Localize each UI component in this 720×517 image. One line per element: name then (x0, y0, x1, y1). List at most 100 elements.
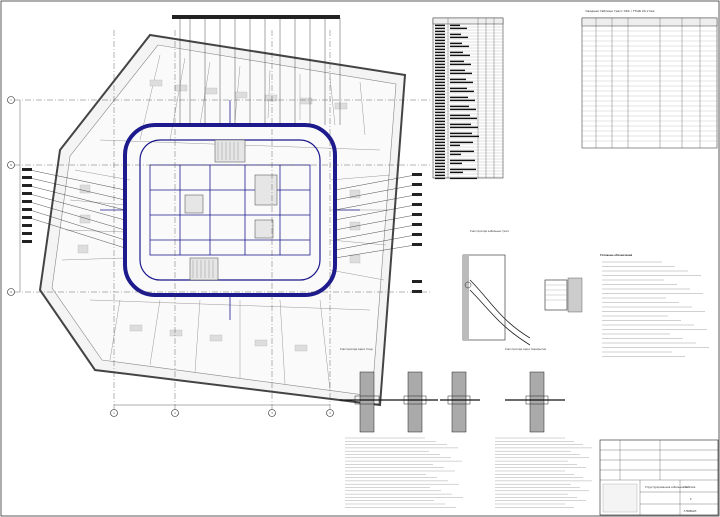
stair-hatch (192, 142, 239, 278)
stamp-company: ГЛОБАЛ (684, 509, 697, 513)
spec-code-mark (435, 72, 445, 75)
cable-table-rows (582, 25, 717, 142)
spec-code-mark (435, 51, 445, 54)
spec-code-mark (435, 45, 445, 48)
spec-cell-mark (450, 114, 470, 117)
spec-cell-mark (450, 132, 472, 135)
spec-code-mark (435, 87, 445, 90)
spec-code-mark (435, 36, 445, 39)
axis-label-1: 1 (113, 412, 115, 415)
spec-code-mark (435, 102, 445, 105)
bottom-details: Узел прохода через стену Узел прохода че… (340, 348, 592, 508)
note-lines (602, 261, 709, 357)
spec-cell-mark (450, 99, 475, 102)
spec-code-mark (435, 105, 445, 108)
spec-cell-mark (450, 123, 471, 126)
company-logo (602, 483, 638, 513)
stamp-sheet-label: Лист (684, 486, 691, 489)
spec-cell-mark (450, 72, 472, 75)
inner-outline (51, 44, 397, 397)
spec-cell-mark (450, 168, 476, 171)
spec-cell-mark (450, 117, 477, 120)
spec-code-mark (435, 69, 445, 72)
spec-code-mark (435, 135, 445, 138)
spec-code-mark (435, 90, 445, 93)
stamp-title: Структурированная кабельная система (645, 486, 696, 489)
spec-cell-mark (450, 135, 479, 138)
section-title: Узел прохода кабельных трасс (470, 230, 510, 233)
spec-code-mark (435, 144, 445, 147)
stamp-stage: Р (690, 498, 692, 501)
spec-code-mark (435, 54, 445, 57)
spec-code-mark (435, 60, 445, 63)
spec-code-mark (435, 75, 445, 78)
axis-label-2: 2 (174, 412, 176, 415)
spec-code-mark (435, 171, 445, 174)
spec-cell-mark (450, 81, 473, 84)
spec-table-text-marks (435, 24, 479, 180)
spec-cell-mark (450, 159, 475, 162)
spec-code-mark (435, 66, 445, 69)
spec-cell-mark (450, 78, 466, 81)
spec-cell-mark (450, 177, 477, 180)
spec-code-mark (435, 33, 445, 36)
spec-cell-mark (450, 45, 469, 48)
axis-label-4: 4 (329, 412, 331, 415)
right-label-tags (412, 173, 422, 293)
spec-cell-mark (450, 141, 473, 144)
spec-cell-mark (450, 162, 462, 165)
spec-cell-mark (450, 126, 478, 129)
spec-cell-mark (450, 42, 462, 45)
spec-cell-mark (450, 54, 470, 57)
spec-code-mark (435, 111, 445, 114)
spec-code-mark (435, 153, 445, 156)
spec-code-mark (435, 159, 445, 162)
axis-label-9: 9 (10, 291, 12, 294)
spec-code-mark (435, 57, 445, 60)
spec-code-mark (435, 39, 445, 42)
spec-cell-mark (450, 108, 476, 111)
spec-code-mark (435, 132, 445, 135)
spec-table (432, 17, 504, 180)
axis-label-7: 7 (10, 99, 12, 102)
spec-cell-mark (450, 24, 460, 27)
spec-cell-mark (450, 90, 474, 93)
paragraph-lines (345, 437, 592, 508)
cable-table-title: Сводная таблица трасс СКС / ГТЦК 24 этаж (585, 9, 655, 13)
spec-code-mark (435, 174, 445, 177)
spec-code-mark (435, 99, 445, 102)
spec-code-mark (435, 78, 445, 81)
spec-code-mark (435, 114, 445, 117)
spec-cell-mark (450, 144, 460, 147)
spec-code-mark (435, 123, 445, 126)
spec-code-mark (435, 165, 445, 168)
spec-code-mark (435, 27, 445, 30)
legend-heading: Условные обозначения (600, 254, 633, 257)
spec-code-mark (435, 126, 445, 129)
spec-code-mark (435, 96, 445, 99)
spec-code-mark (435, 162, 445, 165)
spec-code-mark (435, 108, 445, 111)
wall-detail-3 (440, 371, 480, 433)
axis-label-3: 3 (271, 412, 273, 415)
wall-detail-2 (395, 371, 438, 433)
section-detail: Узел прохода кабельных трасс (462, 230, 583, 346)
spec-code-mark (435, 156, 445, 159)
core-cable-grid (100, 100, 360, 320)
left-label-tags (22, 168, 32, 243)
spec-cell-mark (450, 60, 464, 63)
spec-cell-mark (450, 36, 468, 39)
spec-cell-mark (450, 153, 461, 156)
spec-cell-mark (450, 87, 467, 90)
spec-cell-mark (450, 27, 467, 30)
spec-code-mark (435, 93, 445, 96)
grid-axes (14, 30, 430, 412)
spec-cell-mark (450, 150, 474, 153)
spec-code-mark (435, 138, 445, 141)
spec-code-mark (435, 141, 445, 144)
spec-cell-mark (450, 33, 461, 36)
spec-code-mark (435, 120, 445, 123)
spec-code-mark (435, 117, 445, 120)
spec-code-mark (435, 150, 445, 153)
spec-code-mark (435, 24, 445, 27)
